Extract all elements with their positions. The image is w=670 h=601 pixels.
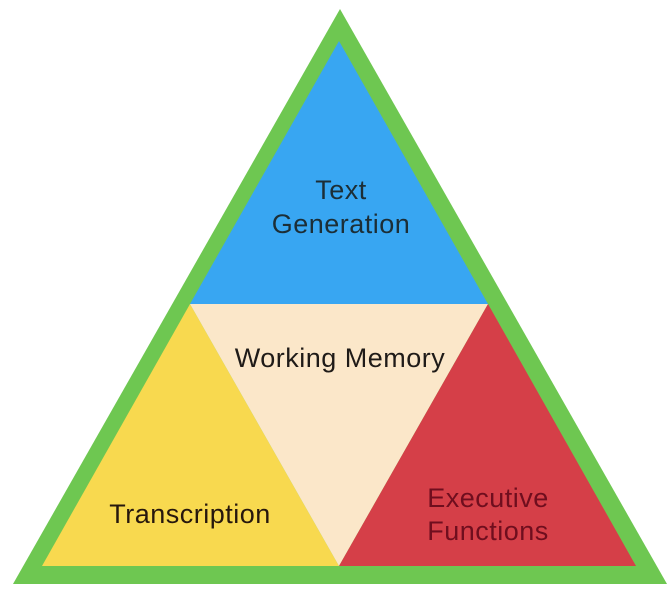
label-transcription: Transcription — [109, 499, 271, 529]
label-working-memory: Working Memory — [235, 343, 446, 373]
section-working-memory — [190, 304, 488, 566]
label-executive-functions-line2: Functions — [427, 516, 549, 546]
section-executive-functions — [339, 304, 636, 566]
label-text-generation-line1: Text — [315, 175, 367, 205]
label-text-generation-line2: Generation — [272, 209, 411, 239]
section-text-generation — [190, 41, 488, 304]
section-transcription — [42, 304, 339, 566]
label-executive-functions-line1: Executive — [427, 483, 549, 513]
